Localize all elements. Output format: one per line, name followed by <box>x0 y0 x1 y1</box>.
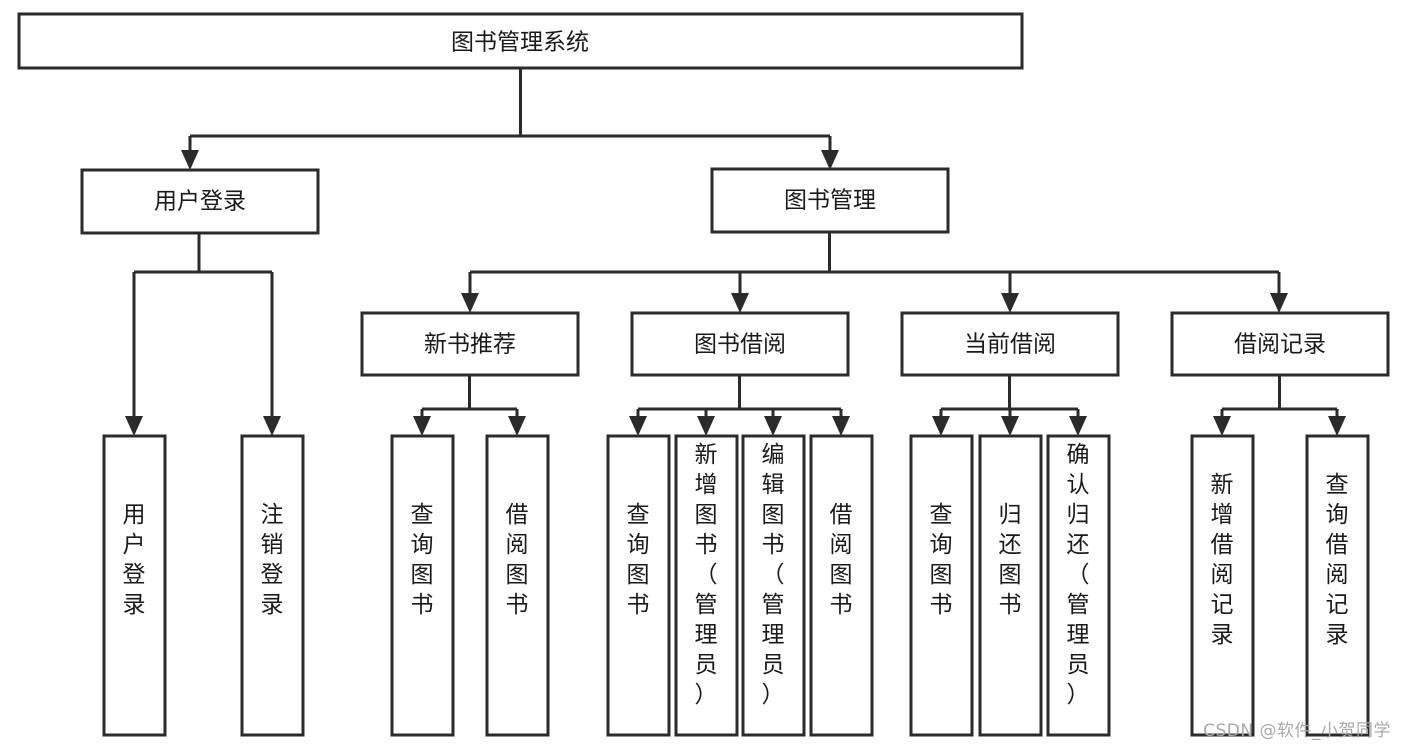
arrow-head-leaf-user-logout <box>263 416 281 436</box>
node-leaf-edit-book-box[interactable] <box>741 434 806 737</box>
node-leaf-query-book-2-box[interactable] <box>606 434 671 737</box>
node-leaf-borrow-book-2-label: 借阅图书 <box>830 502 853 618</box>
arrow-head-leaf-query-record <box>1328 416 1346 436</box>
node-leaf-query-book-1[interactable]: 查询图书 <box>390 434 455 737</box>
node-leaf-return-book-box[interactable] <box>978 434 1043 737</box>
node-leaf-add-record-label: 新增借阅记录 <box>1211 472 1234 648</box>
node-leaf-confirm-return-box[interactable] <box>1046 434 1111 737</box>
node-leaf-user-login-box[interactable] <box>102 434 167 737</box>
node-book-manage-label: 图书管理 <box>784 188 876 214</box>
node-leaf-borrow-book-1-label: 借阅图书 <box>506 502 529 618</box>
node-leaf-add-book-box[interactable] <box>674 434 739 737</box>
arrow-head-leaf-borrow-book-2 <box>832 416 850 436</box>
edges-layer <box>125 68 1346 436</box>
node-leaf-query-book-3-box[interactable] <box>909 434 974 737</box>
arrow-head-leaf-user-login <box>125 416 143 436</box>
node-leaf-add-book-label: 新增图书（管理员） <box>695 442 718 708</box>
node-leaf-add-record-box[interactable] <box>1190 434 1255 737</box>
node-leaf-confirm-return[interactable]: 确认归还（管理员） <box>1046 434 1111 737</box>
node-leaf-add-book[interactable]: 新增图书（管理员） <box>674 434 739 737</box>
arrow-head-leaf-query-book-2 <box>629 416 647 436</box>
node-leaf-return-book-label: 归还图书 <box>999 502 1022 618</box>
node-leaf-query-book-1-label: 查询图书 <box>411 502 434 618</box>
node-root[interactable]: 图书管理系统 <box>17 12 1024 70</box>
node-leaf-query-record-box[interactable] <box>1305 434 1370 737</box>
node-leaf-query-book-2[interactable]: 查询图书 <box>606 434 671 737</box>
node-leaf-user-login[interactable]: 用户登录 <box>102 434 167 737</box>
node-leaf-query-book-3-label: 查询图书 <box>930 502 953 618</box>
node-leaf-query-book-1-box[interactable] <box>390 434 455 737</box>
node-book-manage[interactable]: 图书管理 <box>710 167 950 234</box>
arrow-head-user-login <box>181 150 199 170</box>
arrow-head-borrow-record <box>1270 293 1288 313</box>
node-borrow-record-label: 借阅记录 <box>1234 332 1326 358</box>
node-leaf-user-logout-box[interactable] <box>240 434 305 737</box>
node-book-borrow-box[interactable] <box>630 311 850 377</box>
node-user-login-box[interactable] <box>80 168 320 235</box>
node-leaf-borrow-book-2-box[interactable] <box>809 434 874 737</box>
node-current-borrow-label: 当前借阅 <box>964 332 1056 358</box>
node-leaf-return-book[interactable]: 归还图书 <box>978 434 1043 737</box>
node-borrow-record[interactable]: 借阅记录 <box>1170 311 1390 377</box>
node-leaf-user-logout[interactable]: 注销登录 <box>240 434 305 737</box>
node-user-login[interactable]: 用户登录 <box>80 168 320 235</box>
node-user-login-label: 用户登录 <box>154 189 246 215</box>
arrow-head-leaf-query-book-1 <box>413 416 431 436</box>
arrow-head-leaf-add-record <box>1213 416 1231 436</box>
node-leaf-add-record[interactable]: 新增借阅记录 <box>1190 434 1255 737</box>
node-current-borrow[interactable]: 当前借阅 <box>900 311 1120 377</box>
node-leaf-edit-book[interactable]: 编辑图书（管理员） <box>741 434 806 737</box>
arrow-head-current-borrow <box>1001 293 1019 313</box>
node-leaf-user-logout-label: 注销登录 <box>261 502 284 618</box>
node-leaf-query-book-3[interactable]: 查询图书 <box>909 434 974 737</box>
arrow-head-book-manage <box>821 150 839 170</box>
node-leaf-borrow-book-2[interactable]: 借阅图书 <box>809 434 874 737</box>
node-leaf-user-login-label: 用户登录 <box>123 502 146 618</box>
node-borrow-record-box[interactable] <box>1170 311 1390 377</box>
node-new-book-recommend-label: 新书推荐 <box>424 332 516 358</box>
arrow-head-leaf-confirm-return <box>1069 416 1087 436</box>
node-current-borrow-box[interactable] <box>900 311 1120 377</box>
node-book-borrow[interactable]: 图书借阅 <box>630 311 850 377</box>
arrow-head-leaf-query-book-3 <box>932 416 950 436</box>
arrow-head-new-book-recommend <box>461 293 479 313</box>
arrow-head-leaf-edit-book <box>764 416 782 436</box>
node-book-manage-box[interactable] <box>710 167 950 234</box>
node-leaf-query-record[interactable]: 查询借阅记录 <box>1305 434 1370 737</box>
node-new-book-recommend[interactable]: 新书推荐 <box>360 311 580 377</box>
node-book-borrow-label: 图书借阅 <box>694 332 786 358</box>
node-new-book-recommend-box[interactable] <box>360 311 580 377</box>
arrow-head-book-borrow <box>731 293 749 313</box>
arrow-head-leaf-borrow-book-1 <box>508 416 526 436</box>
node-leaf-borrow-book-1[interactable]: 借阅图书 <box>485 434 550 737</box>
arrow-head-leaf-add-book <box>697 416 715 436</box>
node-leaf-query-record-label: 查询借阅记录 <box>1326 472 1349 648</box>
node-leaf-borrow-book-1-box[interactable] <box>485 434 550 737</box>
node-leaf-edit-book-label: 编辑图书（管理员） <box>762 442 785 708</box>
node-root-label: 图书管理系统 <box>451 30 589 56</box>
node-leaf-query-book-2-label: 查询图书 <box>627 502 650 618</box>
arrow-head-leaf-return-book <box>1001 416 1019 436</box>
node-leaf-confirm-return-label: 确认归还（管理员） <box>1067 442 1090 708</box>
node-root-box[interactable] <box>17 12 1024 70</box>
